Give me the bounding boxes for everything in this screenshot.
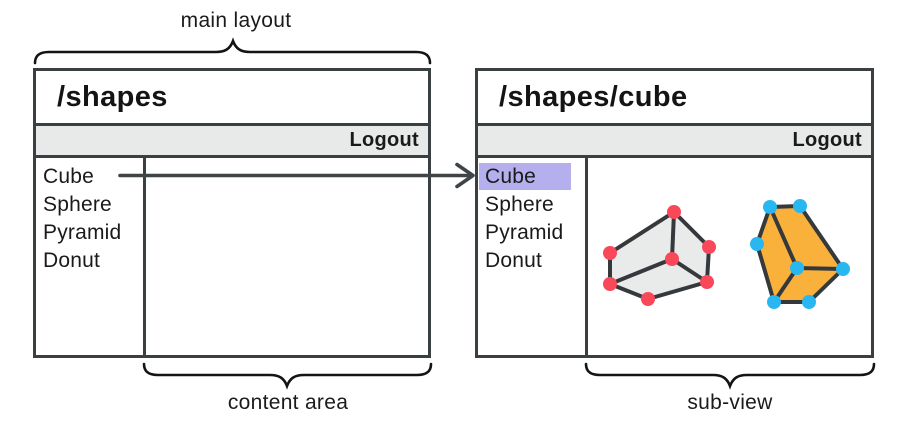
right-address-bar: /shapes/cube [478,71,871,126]
left-toolbar: Logout [36,126,428,158]
content-area-brace [142,362,433,390]
right-toolbar: Logout [478,126,871,158]
sidebar-item-donut[interactable]: Donut [43,249,101,272]
sidebar-item-pyramid[interactable]: Pyramid [485,221,564,244]
right-sidebar: Cube Sphere Pyramid Donut [478,158,588,355]
main-layout-label: main layout [180,9,292,32]
sub-view-content-area [588,158,871,355]
right-route-path: /shapes/cube [499,80,688,113]
right-window-body: Cube Sphere Pyramid Donut [478,158,871,355]
sidebar-item-cube-active[interactable]: Cube [479,163,571,190]
sub-view-label: sub-view [687,391,773,414]
sidebar-item-cube[interactable]: Cube [43,165,95,188]
sidebar-item-donut[interactable]: Donut [485,249,543,272]
left-window: /shapes Logout Cube Sphere Pyramid Donut [33,68,431,358]
content-area-label: content area [227,391,349,414]
logout-button[interactable]: Logout [349,129,419,151]
logout-button[interactable]: Logout [792,129,862,151]
sub-view-brace [584,362,876,390]
main-layout-brace [33,37,432,65]
left-window-body: Cube Sphere Pyramid Donut [36,158,428,355]
left-route-path: /shapes [57,80,168,113]
sidebar-item-sphere[interactable]: Sphere [485,193,554,216]
left-sidebar: Cube Sphere Pyramid Donut [36,158,146,355]
sidebar-item-pyramid[interactable]: Pyramid [43,221,122,244]
sidebar-item-sphere[interactable]: Sphere [43,193,112,216]
left-content-area [146,158,428,355]
right-window: /shapes/cube Logout Cube Sphere Pyramid … [475,68,874,358]
left-address-bar: /shapes [36,71,428,126]
